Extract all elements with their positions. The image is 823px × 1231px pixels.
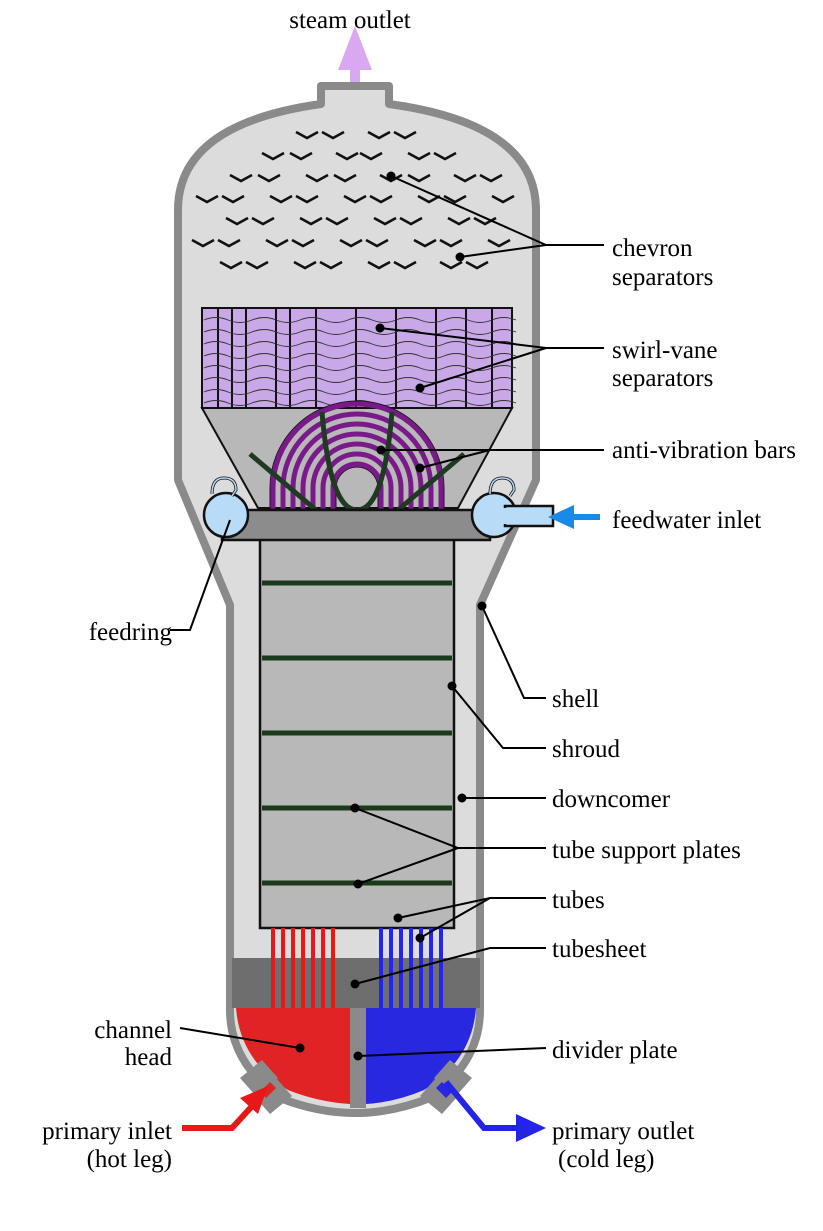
label-divider-plate: divider plate xyxy=(552,1037,678,1064)
feedwater-nozzle xyxy=(500,504,555,528)
wrapper-top-plate xyxy=(220,508,492,542)
swirl-vane-separators xyxy=(201,307,517,409)
primary-inlet-arrowhead xyxy=(240,1086,268,1114)
primary-outlet-arrow xyxy=(443,1080,520,1131)
label-channel-head-1: channel xyxy=(94,1017,172,1044)
primary-inlet-arrow xyxy=(182,1101,257,1131)
label-feedwater-inlet: feedwater inlet xyxy=(612,507,761,534)
label-swirl-vane-2: separators xyxy=(612,365,713,392)
label-feedring: feedring xyxy=(89,619,173,646)
label-steam-outlet: steam outlet xyxy=(289,7,411,34)
primary-nozzle-bores-cold xyxy=(436,1082,452,1098)
leader-lines xyxy=(170,175,604,1057)
label-primary-inlet-2: (hot leg) xyxy=(87,1146,172,1173)
leader-dots xyxy=(295,171,487,1061)
channel-head-cold xyxy=(366,1008,476,1104)
label-primary-outlet-2: (cold leg) xyxy=(558,1146,654,1173)
label-chevron-separators-2: separators xyxy=(612,264,713,291)
label-anti-vibration-bars: anti-vibration bars xyxy=(612,437,796,464)
label-shroud: shroud xyxy=(552,736,621,763)
primary-nozzles xyxy=(240,1060,472,1114)
tubesheet-tube-holes-cold xyxy=(379,958,443,1008)
tubesheet-tube-holes-hot xyxy=(271,958,335,1008)
feedwater-arrow xyxy=(548,505,600,529)
label-chevron-separators-1: chevron xyxy=(612,235,693,262)
shroud xyxy=(258,508,456,930)
label-primary-inlet-1: primary inlet xyxy=(42,1118,172,1145)
channel-head-hot xyxy=(236,1008,350,1104)
primary-outlet-arrowhead xyxy=(516,1114,546,1142)
label-primary-outlet-1: primary outlet xyxy=(552,1118,694,1145)
label-tubes: tubes xyxy=(552,887,605,914)
chevron-separators xyxy=(191,130,515,270)
label-swirl-vane-1: swirl-vane xyxy=(612,337,718,364)
u-bend-tube-outlines xyxy=(269,400,445,510)
u-bend-tubes xyxy=(270,401,444,510)
label-tube-support-plates: tube support plates xyxy=(552,837,741,864)
hot-leg-tubes xyxy=(270,510,336,928)
label-shell: shell xyxy=(552,686,599,713)
separator-deck-cone xyxy=(200,407,514,509)
label-tubesheet: tubesheet xyxy=(552,936,646,963)
label-channel-head-2: head xyxy=(125,1044,173,1071)
label-downcomer: downcomer xyxy=(552,786,671,813)
